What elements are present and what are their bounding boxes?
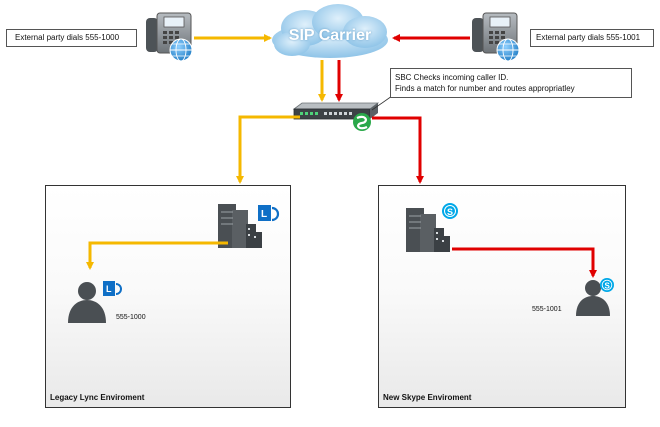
sbc-note-line1: SBC Checks incoming caller ID. bbox=[395, 73, 509, 82]
external-party-left-label: External party dials 555-1000 bbox=[6, 29, 137, 47]
globe-left-icon bbox=[169, 38, 193, 62]
arrow-sbc-to-legacy bbox=[236, 115, 300, 184]
sip-carrier-label: SIP Carrier bbox=[288, 27, 372, 44]
skype-user-number: 555-1001 bbox=[532, 306, 562, 313]
sbc-device-icon bbox=[292, 102, 380, 120]
sip-carrier-cloud-icon bbox=[272, 4, 388, 58]
legacy-environment-label: Legacy Lync Enviroment bbox=[50, 393, 145, 402]
external-party-right-label: External party dials 555-1001 bbox=[530, 29, 654, 47]
sbc-logo-icon bbox=[353, 113, 371, 131]
legacy-lync-environment-box: Legacy Lync Enviroment bbox=[45, 185, 291, 408]
arrow-sbc-to-skype bbox=[372, 116, 424, 184]
legacy-user-number: 555-1000 bbox=[116, 314, 146, 321]
sbc-callout-pointer bbox=[371, 95, 393, 111]
globe-right-icon bbox=[496, 38, 520, 62]
sbc-note-line2: Finds a match for number and routes appr… bbox=[395, 84, 575, 93]
new-skype-environment-box: New Skype Enviroment bbox=[378, 185, 626, 408]
desk-phone-right-icon bbox=[472, 12, 518, 54]
sbc-note-callout: SBC Checks incoming caller ID. Finds a m… bbox=[390, 68, 632, 98]
skype-environment-label: New Skype Enviroment bbox=[383, 393, 472, 402]
